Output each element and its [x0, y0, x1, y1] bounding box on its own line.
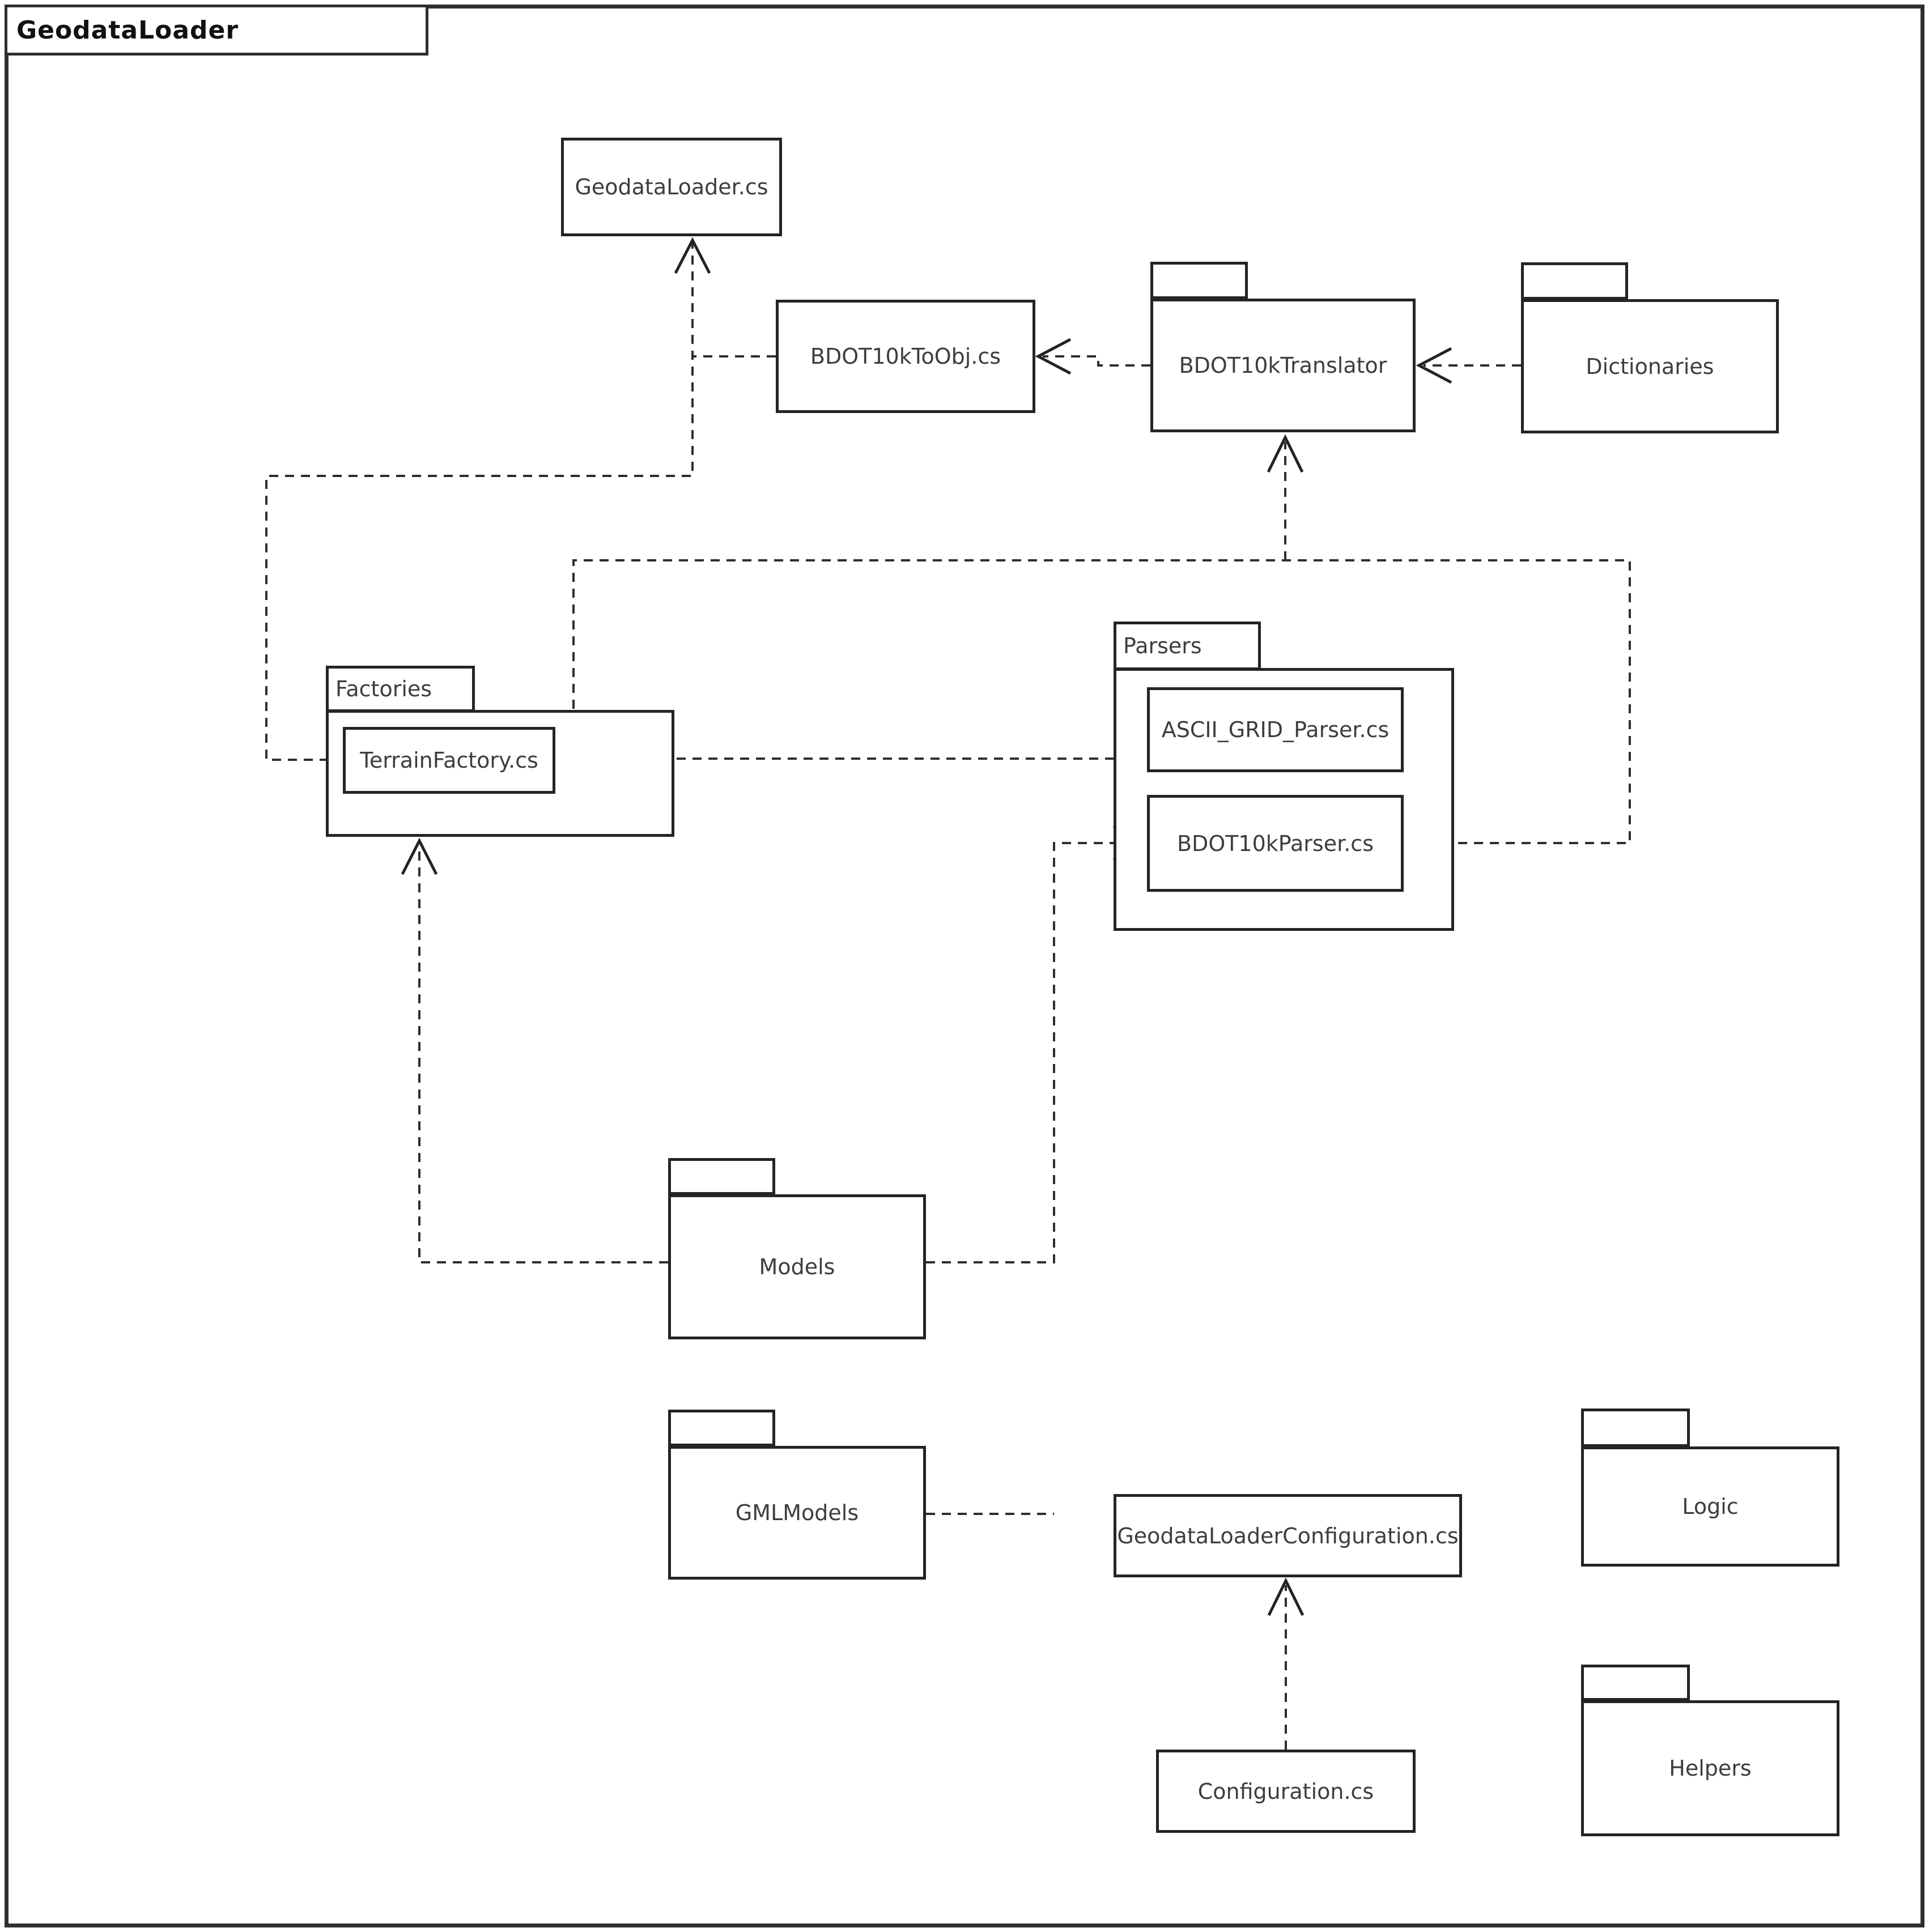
package-gmlmodels[interactable]: GMLModels: [668, 1446, 926, 1580]
package-label: Models: [759, 1254, 835, 1279]
package-bdot10ktranslator[interactable]: BDOT10kTranslator: [1150, 299, 1416, 432]
node-geodataloader-cs[interactable]: GeodataLoader.cs: [561, 138, 782, 236]
package-label: Logic: [1682, 1494, 1739, 1519]
node-terrainfactory-cs[interactable]: TerrainFactory.cs: [343, 727, 555, 794]
package-models-tab[interactable]: [668, 1158, 775, 1195]
package-factories-tab[interactable]: Factories: [326, 666, 475, 712]
package-label: GMLModels: [735, 1500, 859, 1525]
package-label: Helpers: [1669, 1756, 1752, 1781]
package-logic-tab[interactable]: [1581, 1408, 1690, 1447]
node-configuration-cs[interactable]: Configuration.cs: [1156, 1750, 1416, 1833]
diagram-title: GeodataLoader: [16, 15, 239, 45]
node-bdot10ktoobj-cs[interactable]: BDOT10kToObj.cs: [776, 300, 1035, 413]
package-dictionaries[interactable]: Dictionaries: [1521, 299, 1779, 433]
package-parsers-tab[interactable]: Parsers: [1114, 622, 1261, 670]
package-gmlmodels-tab[interactable]: [668, 1410, 775, 1446]
node-label: ASCII_GRID_Parser.cs: [1161, 717, 1390, 742]
node-geodataloaderconfiguration-cs[interactable]: GeodataLoaderConfiguration.cs: [1114, 1494, 1462, 1577]
package-label: Dictionaries: [1586, 354, 1714, 379]
node-label: GeodataLoaderConfiguration.cs: [1117, 1523, 1459, 1548]
node-bdot10kparser-cs[interactable]: BDOT10kParser.cs: [1147, 795, 1404, 892]
node-label: Configuration.cs: [1197, 1778, 1374, 1804]
edge-dictionaries-to-bdot10ktranslator[interactable]: [1416, 347, 1521, 384]
package-bdot10ktranslator-tab[interactable]: [1150, 262, 1248, 299]
package-label: BDOT10kTranslator: [1179, 353, 1387, 378]
edge-factories-and-bdot10kparser-to-bdot10ktranslator[interactable]: [572, 434, 1631, 844]
edge-bdot10ktranslator-to-bdot10ktoobj[interactable]: [1035, 338, 1150, 375]
package-logic[interactable]: Logic: [1581, 1446, 1839, 1567]
node-label: GeodataLoader.cs: [575, 175, 768, 199]
package-helpers-tab[interactable]: [1581, 1665, 1690, 1701]
package-label: Parsers: [1123, 633, 1202, 658]
edge-models-to-factories[interactable]: [401, 837, 668, 1263]
node-label: TerrainFactory.cs: [360, 748, 538, 773]
package-dictionaries-tab[interactable]: [1521, 262, 1628, 300]
edge-models-to-bdot10kparser[interactable]: [926, 824, 1149, 1263]
edge-configuration-to-geodataloaderconfiguration[interactable]: [1267, 1577, 1305, 1750]
node-ascii-grid-parser-cs[interactable]: ASCII_GRID_Parser.cs: [1147, 687, 1404, 772]
package-models[interactable]: Models: [668, 1194, 926, 1339]
node-label: BDOT10kToObj.cs: [810, 344, 1001, 369]
edge-terrainfactory-to-geodataloader[interactable]: [265, 237, 711, 761]
node-label: BDOT10kParser.cs: [1176, 831, 1374, 856]
diagram-title-tab: GeodataLoader: [5, 5, 428, 56]
package-helpers[interactable]: Helpers: [1581, 1700, 1839, 1836]
package-label: Factories: [335, 676, 432, 701]
